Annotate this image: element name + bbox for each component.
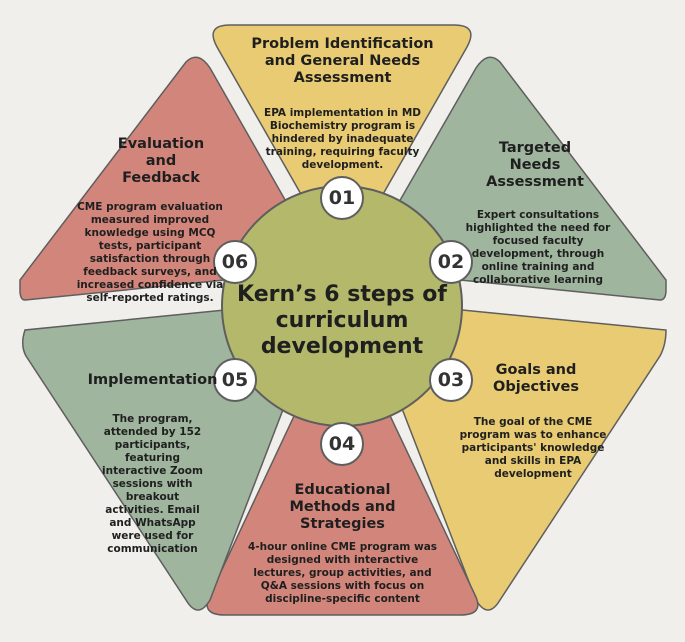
step-05-title: Implementation bbox=[87, 372, 218, 388]
step-01-title: Problem Identification and General Needs… bbox=[251, 36, 434, 86]
step-number-02: 02 bbox=[429, 240, 473, 284]
step-number-06: 06 bbox=[213, 240, 257, 284]
step-03-text: Goals and Objectives The goal of the CME… bbox=[458, 362, 608, 481]
step-01-text: Problem Identification and General Needs… bbox=[240, 36, 445, 172]
step-06-text: Evaluation and Feedback CME program eval… bbox=[58, 136, 243, 305]
center-title: Kern’s 6 steps of curriculum development bbox=[237, 282, 447, 359]
step-03-body: The goal of the CME program was to enhan… bbox=[459, 416, 607, 480]
step-04-text: Educational Methods and Strategies 4-hou… bbox=[245, 482, 440, 606]
step-05-text: Implementation The program, attended by … bbox=[70, 372, 235, 556]
step-number-05: 05 bbox=[213, 358, 257, 402]
step-03-title: Goals and Objectives bbox=[493, 362, 579, 395]
step-01-body: EPA implementation in MD Biochemistry pr… bbox=[264, 107, 421, 171]
step-02-title: Targeted Needs Assessment bbox=[486, 140, 584, 190]
step-02-text: Targeted Needs Assessment Expert consult… bbox=[458, 140, 618, 287]
step-05-body: The program, attended by 152 participant… bbox=[102, 413, 203, 555]
step-02-body: Expert consultations highlighted the nee… bbox=[465, 209, 611, 286]
step-number-03: 03 bbox=[429, 358, 473, 402]
step-04-body: 4-hour online CME program was designed w… bbox=[247, 541, 438, 605]
step-06-body: CME program evaluation measured improved… bbox=[76, 201, 224, 304]
step-number-04: 04 bbox=[320, 422, 364, 466]
step-number-01: 01 bbox=[320, 176, 364, 220]
step-06-title: Evaluation and Feedback bbox=[117, 136, 205, 186]
step-04-title: Educational Methods and Strategies bbox=[289, 482, 396, 532]
